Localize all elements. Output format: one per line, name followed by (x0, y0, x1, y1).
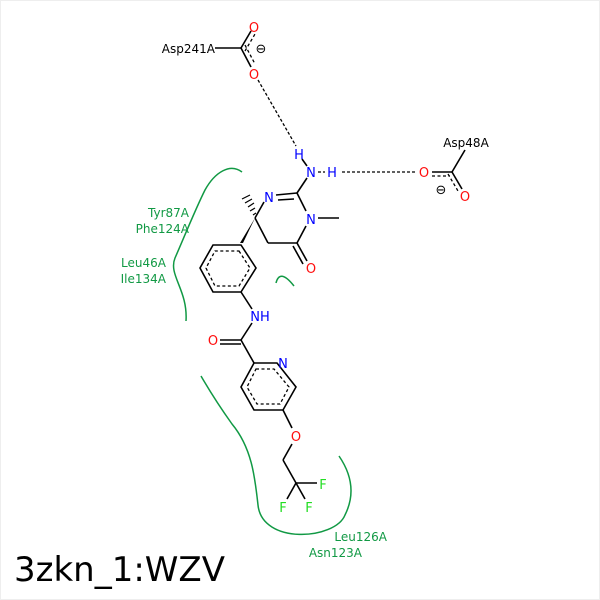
atom-n: N (278, 357, 288, 372)
hydrophobic-contacts (172, 167, 352, 536)
diagram-title: 3zkn_1:WZV (14, 550, 225, 590)
atom-o: O (249, 21, 259, 36)
atom-h: H (327, 166, 337, 181)
residue-asp48: Asp48A (443, 136, 489, 150)
atom-o: O (249, 68, 259, 83)
residue-leu126: Leu126A (334, 530, 387, 544)
atom-h: H (294, 148, 304, 163)
residue-labels: Asp241A Asp48A Tyr87A Phe124A Leu46A Ile… (121, 42, 490, 560)
atom-n: N (264, 191, 274, 206)
atom-o: O (419, 166, 429, 181)
atom-f: F (279, 501, 286, 516)
hydrophobic-arc-leu126-asn123 (200, 375, 352, 536)
atom-f: F (319, 478, 326, 493)
residue-tyr87: Tyr87A (147, 206, 190, 220)
atom-o: O (460, 190, 470, 205)
residue-asn123: Asn123A (309, 546, 363, 560)
charge-minus: ⊖ (436, 183, 447, 198)
atom-n: N (306, 166, 316, 181)
bonds (199, 30, 466, 500)
atom-labels: O O ⊖ H N H O O ⊖ N N O NH O N O F F F (208, 21, 470, 516)
hydrophobic-arc-small (275, 275, 295, 287)
residue-phe124: Phe124A (136, 222, 190, 236)
residue-leu46: Leu46A (121, 256, 167, 270)
atom-nh: NH (250, 310, 270, 325)
charge-minus: ⊖ (256, 42, 267, 57)
residue-ile134: Ile134A (121, 272, 167, 286)
atom-f: F (305, 501, 312, 516)
atom-o: O (306, 262, 316, 277)
atom-o: O (291, 430, 301, 445)
atom-o: O (208, 334, 218, 349)
atom-n: N (306, 213, 316, 228)
residue-asp241: Asp241A (162, 42, 216, 56)
hydrophobic-arc-tyr87-leu46 (172, 167, 243, 322)
